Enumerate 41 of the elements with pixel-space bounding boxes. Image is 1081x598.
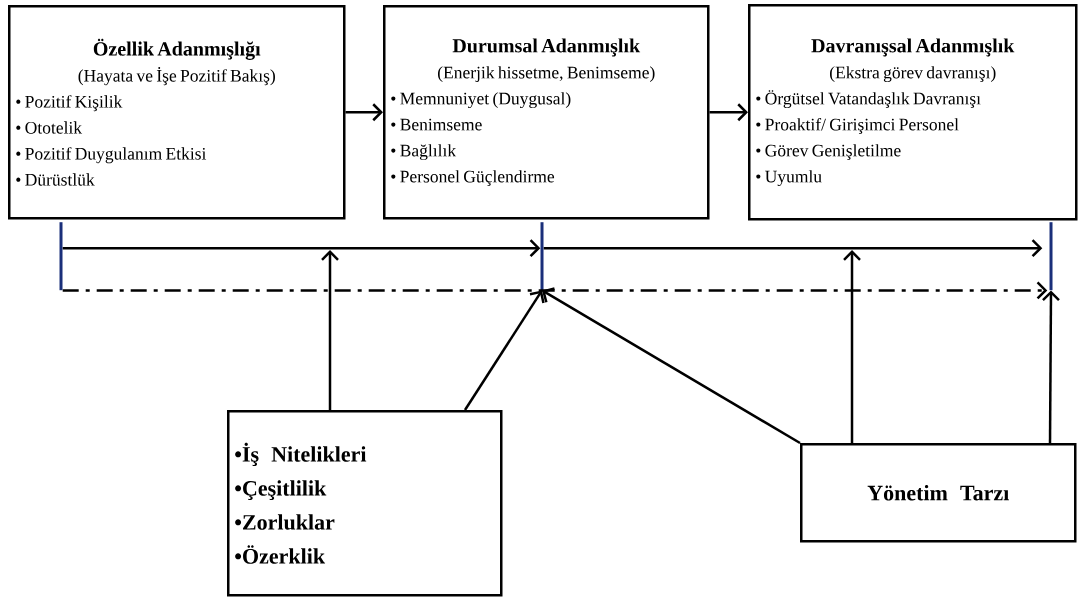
bullet-item: • Görev Genişletilme <box>756 144 901 161</box>
arrow <box>542 287 801 445</box>
bullet-item: • Benimseme <box>391 118 482 131</box>
bullet-item: • Pozitif Duygulanım Etkisi <box>16 147 207 164</box>
arrow <box>62 239 541 258</box>
bullet-item: •Çeşitlilik <box>235 480 327 501</box>
factor-box <box>800 443 1077 543</box>
arrow <box>843 250 861 443</box>
arrow <box>62 281 1048 300</box>
bullet-item: • Proaktif/ Girişimci Personel <box>756 118 959 135</box>
arrow <box>321 250 339 410</box>
box-subtitle: (Enerjik hissetme, Benimseme) <box>438 66 655 83</box>
bullet-item: • Pozitif Kişilik <box>16 95 123 112</box>
concept-box <box>383 5 710 220</box>
box-subtitle: (Hayata ve İşe Pozitif Bakış) <box>78 67 275 86</box>
bullet-item: • Personel Güçlendirme <box>391 170 555 187</box>
arrow <box>463 290 545 411</box>
box-title: Durumsal Adanmışlık <box>452 38 641 57</box>
bullet-item: • Ototelik <box>16 121 83 134</box>
box-label: Yönetim Tarzı <box>867 485 1009 501</box>
factor-box <box>227 410 503 597</box>
box-subtitle: (Ekstra görev davranışı) <box>830 66 996 83</box>
bullet-item: • Örgütsel Vatandaşlık Davranışı <box>756 90 981 109</box>
bullet-item: •Özerklik <box>235 545 326 564</box>
tick-mark <box>59 222 63 291</box>
arrow <box>709 103 748 122</box>
bullet-item: •Zorluklar <box>235 514 335 530</box>
concept-box <box>8 5 346 220</box>
arrow <box>345 103 383 122</box>
bullet-item: • Dürüstlük <box>16 173 95 186</box>
bullet-item: • Uyumlu <box>756 170 822 187</box>
tick-mark <box>540 222 544 291</box>
bullet-item: • Bağlılık <box>391 144 457 161</box>
box-title: Özellik Adanmışlığı <box>93 38 261 60</box>
arrow <box>543 239 1043 258</box>
bullet-item: •İş Nitelikleri <box>235 442 367 467</box>
tick-mark <box>1049 222 1053 291</box>
bullet-item: • Memnuniyet (Duygusal) <box>391 92 571 109</box>
concept-box <box>748 4 1078 221</box>
box-title: Davranışsal Adanmışlık <box>811 38 1015 57</box>
arrow <box>1042 290 1060 443</box>
